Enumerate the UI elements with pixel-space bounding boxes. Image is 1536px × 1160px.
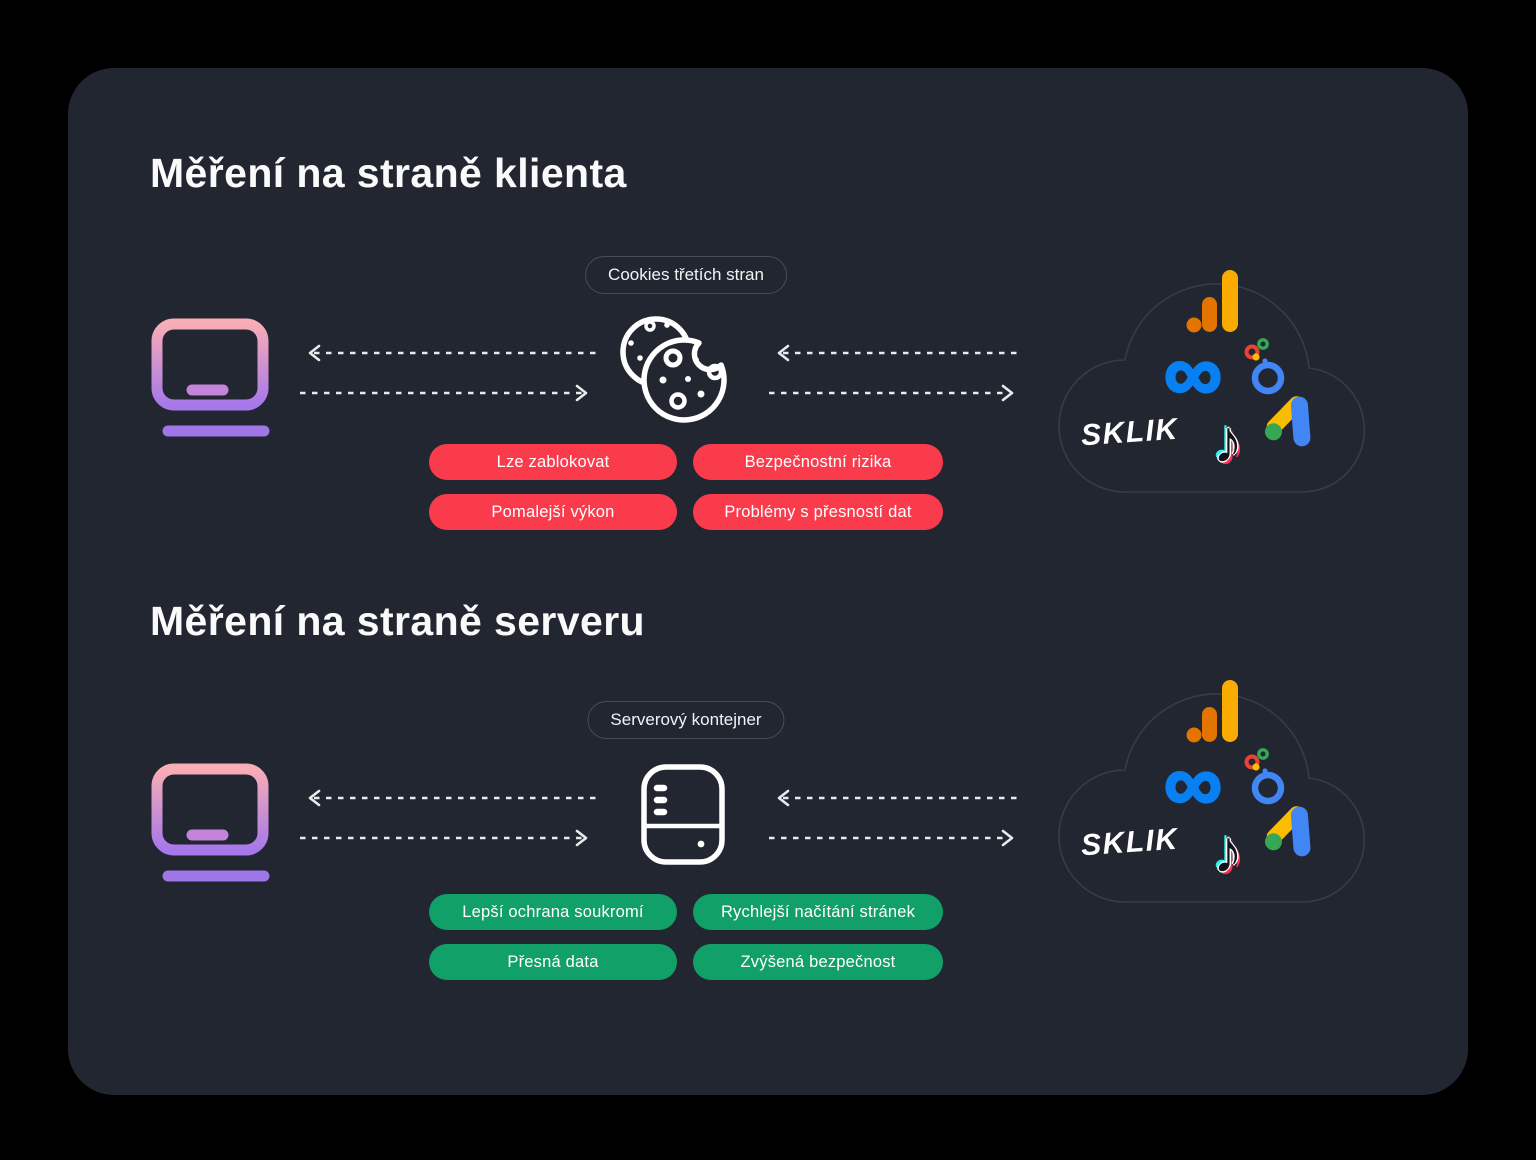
client-disadvantage-tags: Lze zablokovat Bezpečnostní rizika Pomal… [429, 444, 943, 530]
tag-can-be-blocked: Lze zablokovat [429, 444, 677, 480]
google-marketing-circles-logo [1244, 338, 1285, 395]
sklik-logo: Sklik [1079, 412, 1180, 453]
server-container-icon [641, 764, 725, 865]
cloud-outline-icon [1058, 693, 1365, 903]
tiktok-note-cyan-layer: ♪ [1210, 405, 1240, 472]
google-analytics-logo [1186, 270, 1238, 333]
tag-increased-security: Zvýšená bezpečnost [693, 944, 943, 980]
section-title-client: Měření na straně klienta [150, 150, 627, 196]
cookie-icon [620, 316, 727, 423]
platforms-cloud-box: ∞ Sklik ♪ ♪ ♪ [1053, 660, 1365, 912]
tag-accurate-data: Přesná data [429, 944, 677, 980]
platforms-cloud: ∞ Sklik ♪ ♪ ♪ [1053, 250, 1365, 502]
tiktok-note-red-layer: ♪ [1216, 821, 1246, 888]
arrow-right-icon [300, 384, 588, 402]
tag-slower-performance: Pomalejší výkon [429, 494, 677, 530]
tiktok-note-body: ♪ [1213, 818, 1243, 885]
google-ads-logo [1264, 806, 1311, 857]
arrow-right-icon [769, 829, 1014, 847]
sklik-logo: Sklik [1079, 822, 1180, 863]
meta-logo: ∞ [1163, 738, 1224, 829]
section-title-server: Měření na straně serveru [150, 598, 645, 644]
google-analytics-logo [1186, 680, 1238, 743]
laptop-icon [151, 318, 270, 437]
arrow-left-icon [777, 789, 1022, 807]
tiktok-logo: ♪ ♪ ♪ [1197, 814, 1259, 890]
tiktok-note-body: ♪ [1213, 408, 1243, 475]
tag-faster-page-load: Rychlejší načítání stránek [693, 894, 943, 930]
tag-security-risks: Bezpečnostní rizika [693, 444, 943, 480]
node-label-third-party-cookies: Cookies třetích stran [585, 256, 787, 294]
tag-better-privacy: Lepší ochrana soukromí [429, 894, 677, 930]
arrow-right-icon [769, 384, 1014, 402]
arrow-right-icon [300, 829, 588, 847]
tiktok-logo: ♪ ♪ ♪ [1197, 404, 1259, 480]
tiktok-note-cyan-layer: ♪ [1210, 815, 1240, 882]
arrow-left-icon [777, 344, 1022, 362]
laptop-icon [151, 763, 270, 882]
server-advantage-tags: Lepší ochrana soukromí Rychlejší načítán… [429, 894, 943, 980]
arrow-left-icon [308, 789, 596, 807]
tiktok-note-red-layer: ♪ [1216, 411, 1246, 478]
tag-data-accuracy-issues: Problémy s přesností dat [693, 494, 943, 530]
platforms-cloud: ∞ Sklik ♪ ♪ ♪ [1053, 660, 1365, 912]
google-ads-logo [1264, 396, 1311, 447]
arrow-left-icon [308, 344, 596, 362]
node-label-server-container: Serverový kontejner [587, 701, 785, 739]
cloud-outline-icon [1058, 283, 1365, 493]
platforms-cloud-box: ∞ Sklik ♪ ♪ ♪ [1053, 250, 1365, 502]
google-marketing-circles-logo [1244, 748, 1285, 805]
meta-logo: ∞ [1163, 328, 1224, 419]
